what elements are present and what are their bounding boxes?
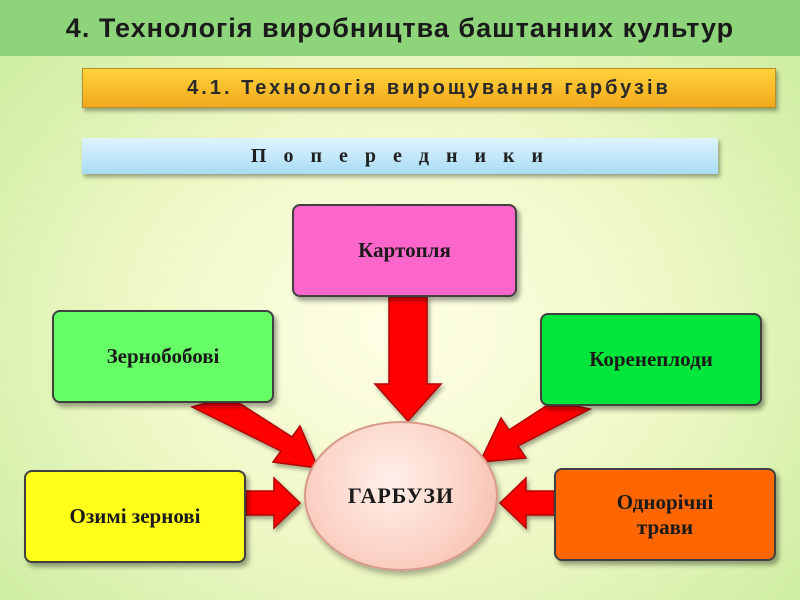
node-potato-label: Картопля — [358, 238, 451, 263]
node-winter-cereals: Озимі зернові — [24, 470, 246, 563]
arrow-from-annual — [498, 476, 555, 530]
node-annual-grasses: Однорічні трави — [554, 468, 776, 561]
node-root-crops: Коренеплоди — [540, 313, 762, 406]
arrow-from-roots — [478, 405, 593, 463]
node-legumes: Зернобобові — [52, 310, 274, 403]
center-node-label: ГАРБУЗИ — [347, 483, 455, 508]
node-winter-cereals-label: Озимі зернові — [69, 504, 201, 529]
node-annual-grasses-label: Однорічні трави — [616, 490, 714, 539]
page-title: 4. Технологія виробництва баштанних куль… — [65, 12, 735, 43]
center-node-pumpkins: ГАРБУЗИ — [304, 421, 498, 571]
node-potato: Картопля — [292, 204, 517, 297]
section-bar: П о п е р е д н и к и — [82, 138, 718, 174]
arrow-from-legumes — [189, 402, 320, 469]
subheader-title: 4.1. Технологія вирощування гарбузів — [187, 76, 671, 99]
arrow-from-potato — [373, 296, 443, 423]
subheader-bar: 4.1. Технологія вирощування гарбузів — [82, 68, 776, 108]
header-bar: 4. Технологія виробництва баштанних куль… — [0, 0, 800, 56]
section-title: П о п е р е д н и к и — [250, 144, 550, 167]
node-root-crops-label: Коренеплоди — [589, 347, 713, 372]
arrow-from-winter — [245, 476, 302, 530]
node-legumes-label: Зернобобові — [106, 344, 220, 369]
